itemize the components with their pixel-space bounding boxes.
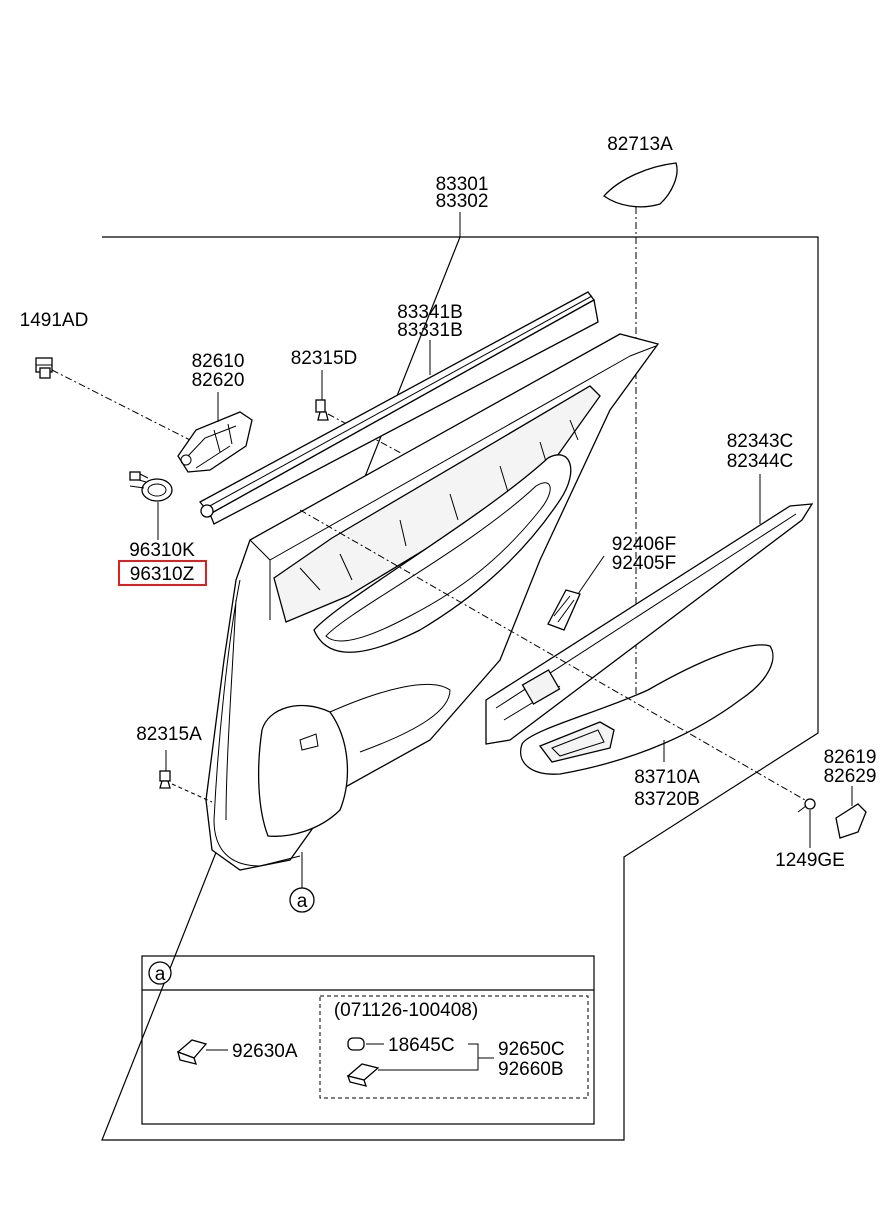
label-1249GE: 1249GE: [775, 850, 845, 871]
label-83710A: 83710A: [634, 767, 700, 788]
detail-box-header-circle: [148, 961, 172, 985]
label-92660B: 92660B: [498, 1059, 564, 1080]
label-96310K: 96310K: [129, 540, 195, 561]
label-date-range: (071126-100408): [334, 1000, 478, 1021]
label-82315A: 82315A: [136, 724, 202, 745]
label-82619: 82619: [824, 747, 877, 768]
label-82610: 82610: [192, 351, 245, 372]
part-92650C-socket: [346, 1063, 380, 1087]
part-1249GE-screw: [797, 798, 816, 813]
label-92630A: 92630A: [232, 1041, 298, 1062]
label-83301: 83301: [436, 174, 489, 195]
label-83331B: 83331B: [397, 320, 463, 341]
label-83720B: 83720B: [634, 789, 700, 810]
callout-a-text: a: [297, 891, 308, 912]
label-82713A: 82713A: [607, 134, 673, 155]
detail-date-box: [319, 995, 589, 1099]
highlight-96310Z: [118, 560, 207, 586]
callout-a-circle: [289, 887, 315, 913]
label-82315D: 82315D: [291, 348, 358, 369]
part-83341B-weatherstrip: [198, 291, 599, 525]
part-92406F-lamp: [547, 589, 581, 631]
part-18645C-bulb: [347, 1037, 365, 1051]
leader-92406F: [577, 555, 605, 595]
label-92405F: 92405F: [612, 553, 676, 574]
part-82619-cap: [835, 803, 867, 839]
part-82713A-cover: [603, 162, 678, 208]
label-83302: 83302: [436, 191, 489, 212]
part-83301-door-trim: [205, 333, 660, 871]
label-82629: 82629: [824, 766, 877, 787]
label-82620: 82620: [192, 370, 245, 391]
label-92406F: 92406F: [612, 534, 676, 555]
label-18645C: 18645C: [388, 1035, 455, 1056]
label-1491AD: 1491AD: [20, 310, 89, 331]
part-96310K-speaker: [129, 471, 173, 502]
label-83341B: 83341B: [397, 302, 463, 323]
part-1491AD-clip: [35, 357, 53, 379]
label-96310Z[interactable]: 96310Z: [130, 564, 195, 585]
detail-box-header: a: [155, 964, 166, 985]
dashed-line-82315A: [171, 783, 213, 803]
label-82343C: 82343C: [727, 431, 794, 452]
detail-box: [141, 955, 595, 1125]
part-92630A-clip: [176, 1039, 208, 1065]
label-82344C: 82344C: [727, 451, 794, 472]
assembly-frame: [101, 236, 819, 1141]
part-82343C-garnish: [485, 503, 814, 745]
part-82315D-clip: [315, 399, 329, 421]
part-82610-inner-handle: [177, 411, 253, 473]
dashed-line-1491AD: [51, 369, 191, 441]
part-82315A-clip: [159, 770, 171, 789]
leader-92650C: [378, 1043, 494, 1071]
label-92650C: 92650C: [498, 1039, 565, 1060]
dashed-line-1249GE: [299, 509, 806, 801]
